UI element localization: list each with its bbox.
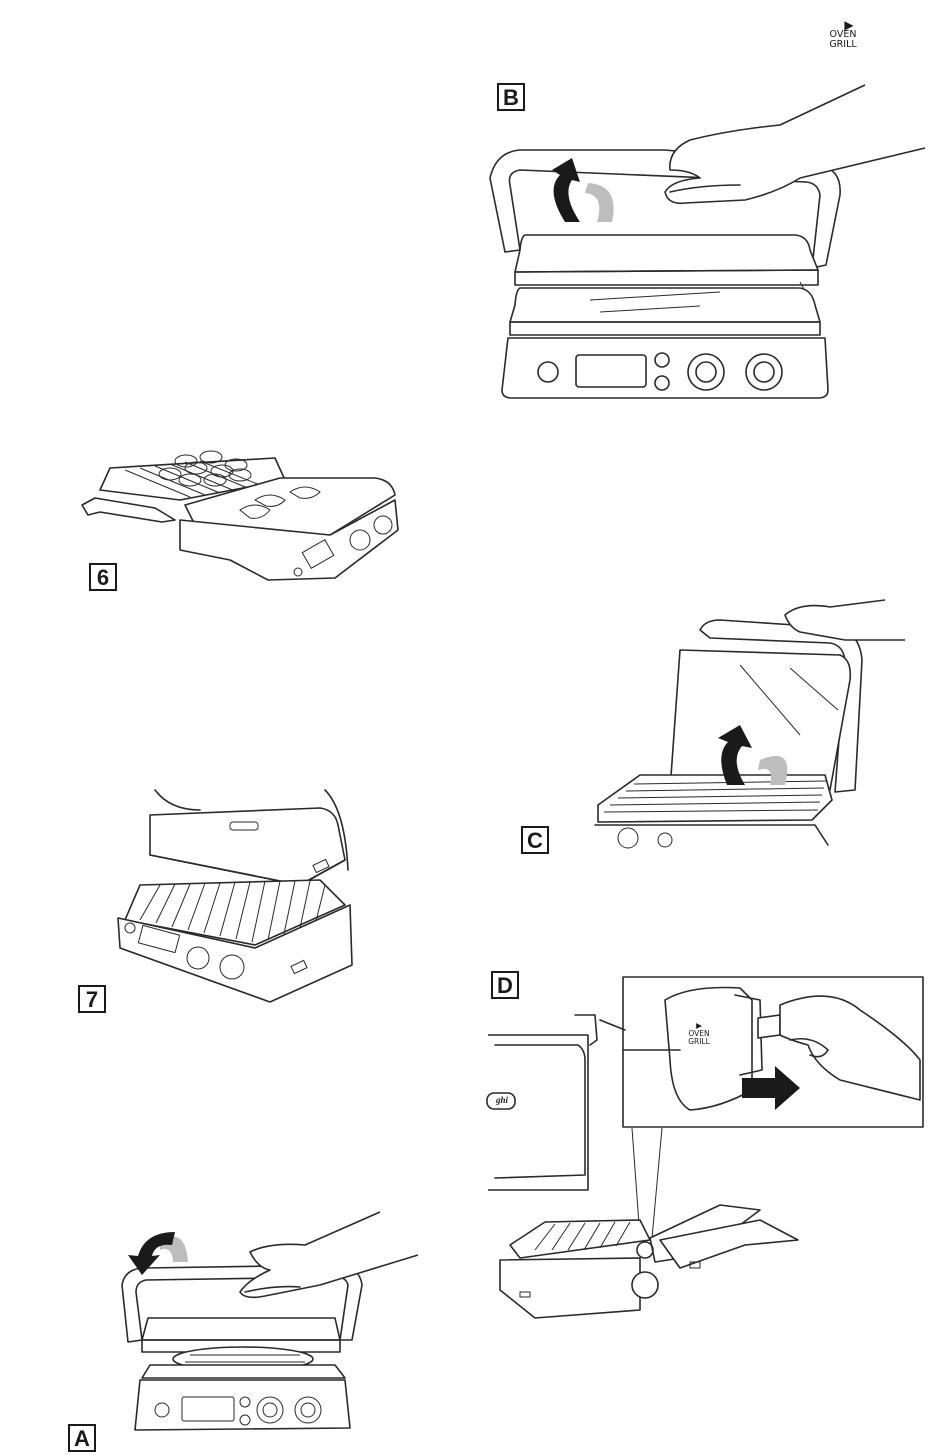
callout-grill-label: GRILL (688, 1037, 710, 1046)
figure-label-c: C (521, 826, 549, 854)
figure-label-d: D (491, 971, 519, 999)
figure-a-closing-lid (122, 1212, 418, 1430)
figure-label-b: B (497, 83, 525, 111)
figure-label-a: A (68, 1424, 96, 1452)
callout-oven-grill-indicator: ▶ OVEN GRILL (684, 1022, 714, 1046)
figure-b-grill-opening (490, 85, 925, 398)
figure-label-7: 7 (78, 985, 106, 1013)
brand-badge: ghi (489, 1095, 515, 1105)
oven-grill-indicator: ▶ OVEN GRILL (818, 20, 868, 50)
figure-6-grill-open-flat (82, 451, 398, 580)
figure-7-grill-lid-raised (118, 790, 352, 1002)
figure-c-removing-plate (595, 600, 905, 848)
grill-label: GRILL (829, 39, 856, 50)
figure-label-6: 6 (89, 563, 117, 591)
